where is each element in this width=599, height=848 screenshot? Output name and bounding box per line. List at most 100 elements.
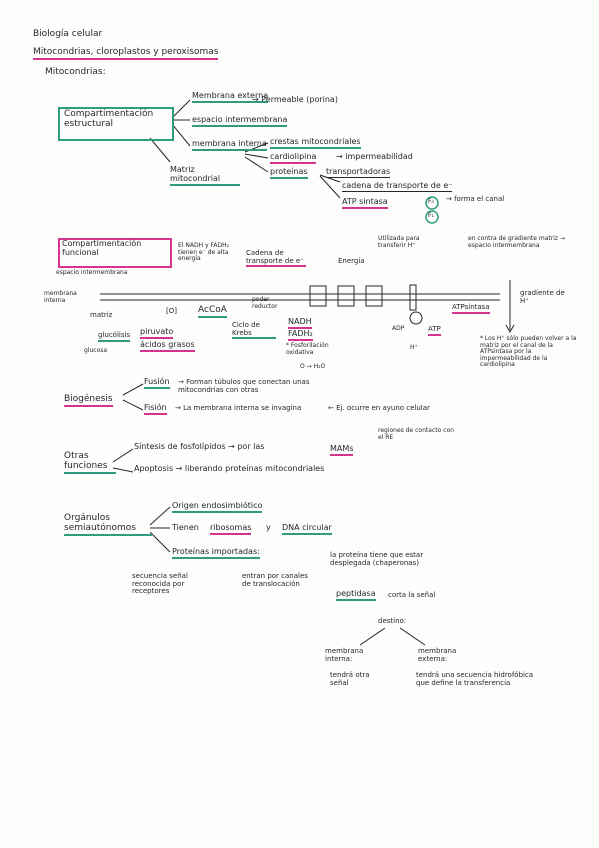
branch-line (171, 123, 191, 147)
peptidasa: peptidasa (336, 589, 376, 601)
ciclo-krebs: Ciclo de Krebs (232, 321, 276, 340)
branch-line (244, 156, 269, 173)
destino-membrana-interna: membrana interna: (325, 647, 364, 663)
fusion-desc: → Forman túbulos que conectan unas mitoc… (178, 378, 310, 394)
espacio-funcional: espacio intermembrana (56, 269, 128, 276)
fadh2: FADH₂ (288, 329, 313, 341)
complex-box (365, 285, 383, 307)
adp: ADP (392, 325, 405, 332)
destino-membrana-externa: membrana externa: (418, 647, 457, 663)
f0-circle (425, 196, 439, 210)
atp-sintasa: ATP sintasa (342, 197, 388, 209)
subject-title: Biología celular (33, 29, 103, 39)
destino-externa-desc: tendrá una secuencia hidrofóbica que def… (416, 671, 534, 687)
crestas: crestas mitocondriales (270, 137, 361, 149)
piruvato: piruvato (140, 327, 174, 339)
transportadoras: transportadoras (326, 167, 391, 178)
section-title: Mitocondrias: (45, 67, 106, 77)
topic-title: Mitocondrias, cloroplastos y peroxisomas (33, 47, 219, 60)
regiones-contacto: regiones de contacto con el RE (378, 427, 454, 441)
acetil-coa: AcCoA (198, 305, 227, 318)
corta-senal: corta la señal (388, 591, 436, 599)
cardiolipina: cardiolipina (270, 152, 317, 164)
fosforilacion: * Fosforilación oxidativa (286, 342, 329, 356)
complex-box (337, 285, 355, 307)
sintesis: Síntesis de fosfolípidos → por las (134, 442, 265, 451)
cardiolipina-prop: → impermeabilidad (336, 152, 413, 161)
espacio-intermembrana: espacio intermembrana (192, 115, 288, 127)
utilizada: Utilizada para transferir H⁺ (378, 235, 420, 249)
membrana-interna-funcional: membrana interna (44, 290, 77, 304)
energia: Energía (338, 257, 365, 265)
complex-box (309, 285, 327, 307)
branch-line (149, 137, 171, 163)
proteina-desplegada: la proteína tiene que estar desplegada (… (330, 551, 424, 567)
cadena-funcional: Cadena de transporte de e⁻ (246, 249, 306, 268)
secuencia-senal: secuencia señal reconocida por receptore… (132, 572, 188, 596)
hplus: H⁺ (410, 344, 418, 351)
membrana-externa: Membrana externa (192, 91, 269, 103)
glucosa: glucosa (84, 347, 108, 354)
proteinas-importadas: Proteínas importadas: (172, 547, 260, 559)
adn-circular: DNA circular (282, 523, 332, 535)
gradiente: gradiente de H⁺ (520, 289, 565, 305)
cadena-transporte: cadena de transporte de e⁻ (342, 181, 453, 192)
branch-line (359, 627, 386, 646)
branch-line (112, 467, 134, 473)
funcional-box (58, 238, 172, 268)
branch-line (122, 399, 144, 411)
otras-title: Otras funciones (64, 451, 116, 474)
biogenesis-title: Biogénesis (64, 394, 113, 407)
en-contra-gradiente: en contra de gradiente matriz → espacio … (468, 235, 565, 249)
agua: O → H₂O (300, 363, 326, 370)
atp: ATP (428, 325, 441, 336)
matriz-funcional: matriz (90, 311, 113, 319)
atp-synthase-head (409, 311, 423, 325)
compartimentacion-box (58, 107, 174, 141)
atp-synthase-channel (409, 284, 417, 311)
forma-canal: → forma el canal (446, 195, 505, 203)
nadh: NADH (288, 317, 312, 329)
destino-interna-desc: tendrá otra señal (330, 671, 370, 687)
gradient-arrow-head (505, 324, 515, 334)
branch-line (122, 383, 144, 396)
compartimentacion-title: Compartimentación estructural (64, 109, 154, 129)
oxidacion: [O] (166, 307, 177, 315)
fusion: Fusión (144, 377, 170, 389)
membrana-interna: membrana interna (192, 139, 267, 151)
branch-line (399, 627, 426, 646)
mams: MAMs (330, 444, 354, 456)
funcional-title: Compartimentación funcional (62, 239, 142, 257)
fision-desc: → La membrana interna se invagina (175, 404, 302, 412)
proteinas: proteínas (270, 167, 308, 179)
ejemplo-ayuno: ← Ej. ocurre en ayuno celular (328, 404, 430, 412)
branch-line (149, 506, 171, 526)
destino: destino: (378, 617, 407, 625)
atpsintasa-funcional: ATPsintasa (452, 303, 490, 314)
apoptosis: Apoptosis → liberando proteínas mitocond… (134, 464, 325, 473)
f0-label: F₀ (428, 198, 434, 205)
acidos-grasos: ácidos grasos (140, 340, 195, 352)
tienen: Tienen (172, 523, 199, 532)
branch-line (319, 174, 341, 183)
f1-label: F₁ (428, 212, 434, 219)
branch-line (319, 175, 341, 199)
glucolisis: glucólisis (98, 331, 131, 342)
nadh-note: El NADH y FADH₂ tienen e⁻ de alta energí… (178, 242, 229, 263)
matriz-mitocondrial: Matriz mitocondrial (170, 165, 240, 186)
poder-reductor: poder reductor (252, 296, 278, 310)
branch-line (171, 99, 191, 119)
branch-line (149, 531, 171, 553)
branch-line (112, 448, 134, 463)
nota-hplus: * Los H⁺ sólo pueden volver a la matriz … (480, 335, 577, 369)
organulos-title: Orgánulos semiautónomos (64, 513, 152, 536)
y-conj: y (266, 523, 271, 532)
origen: Origen endosimbiótico (172, 501, 263, 513)
ribosomas: ribosomas (210, 523, 252, 535)
membrana-externa-prop: → Permeable (porina) (252, 95, 338, 104)
f1-circle (425, 210, 439, 224)
branch-line (244, 153, 269, 159)
canales-translocacion: entran por canales de translocación (242, 572, 308, 588)
